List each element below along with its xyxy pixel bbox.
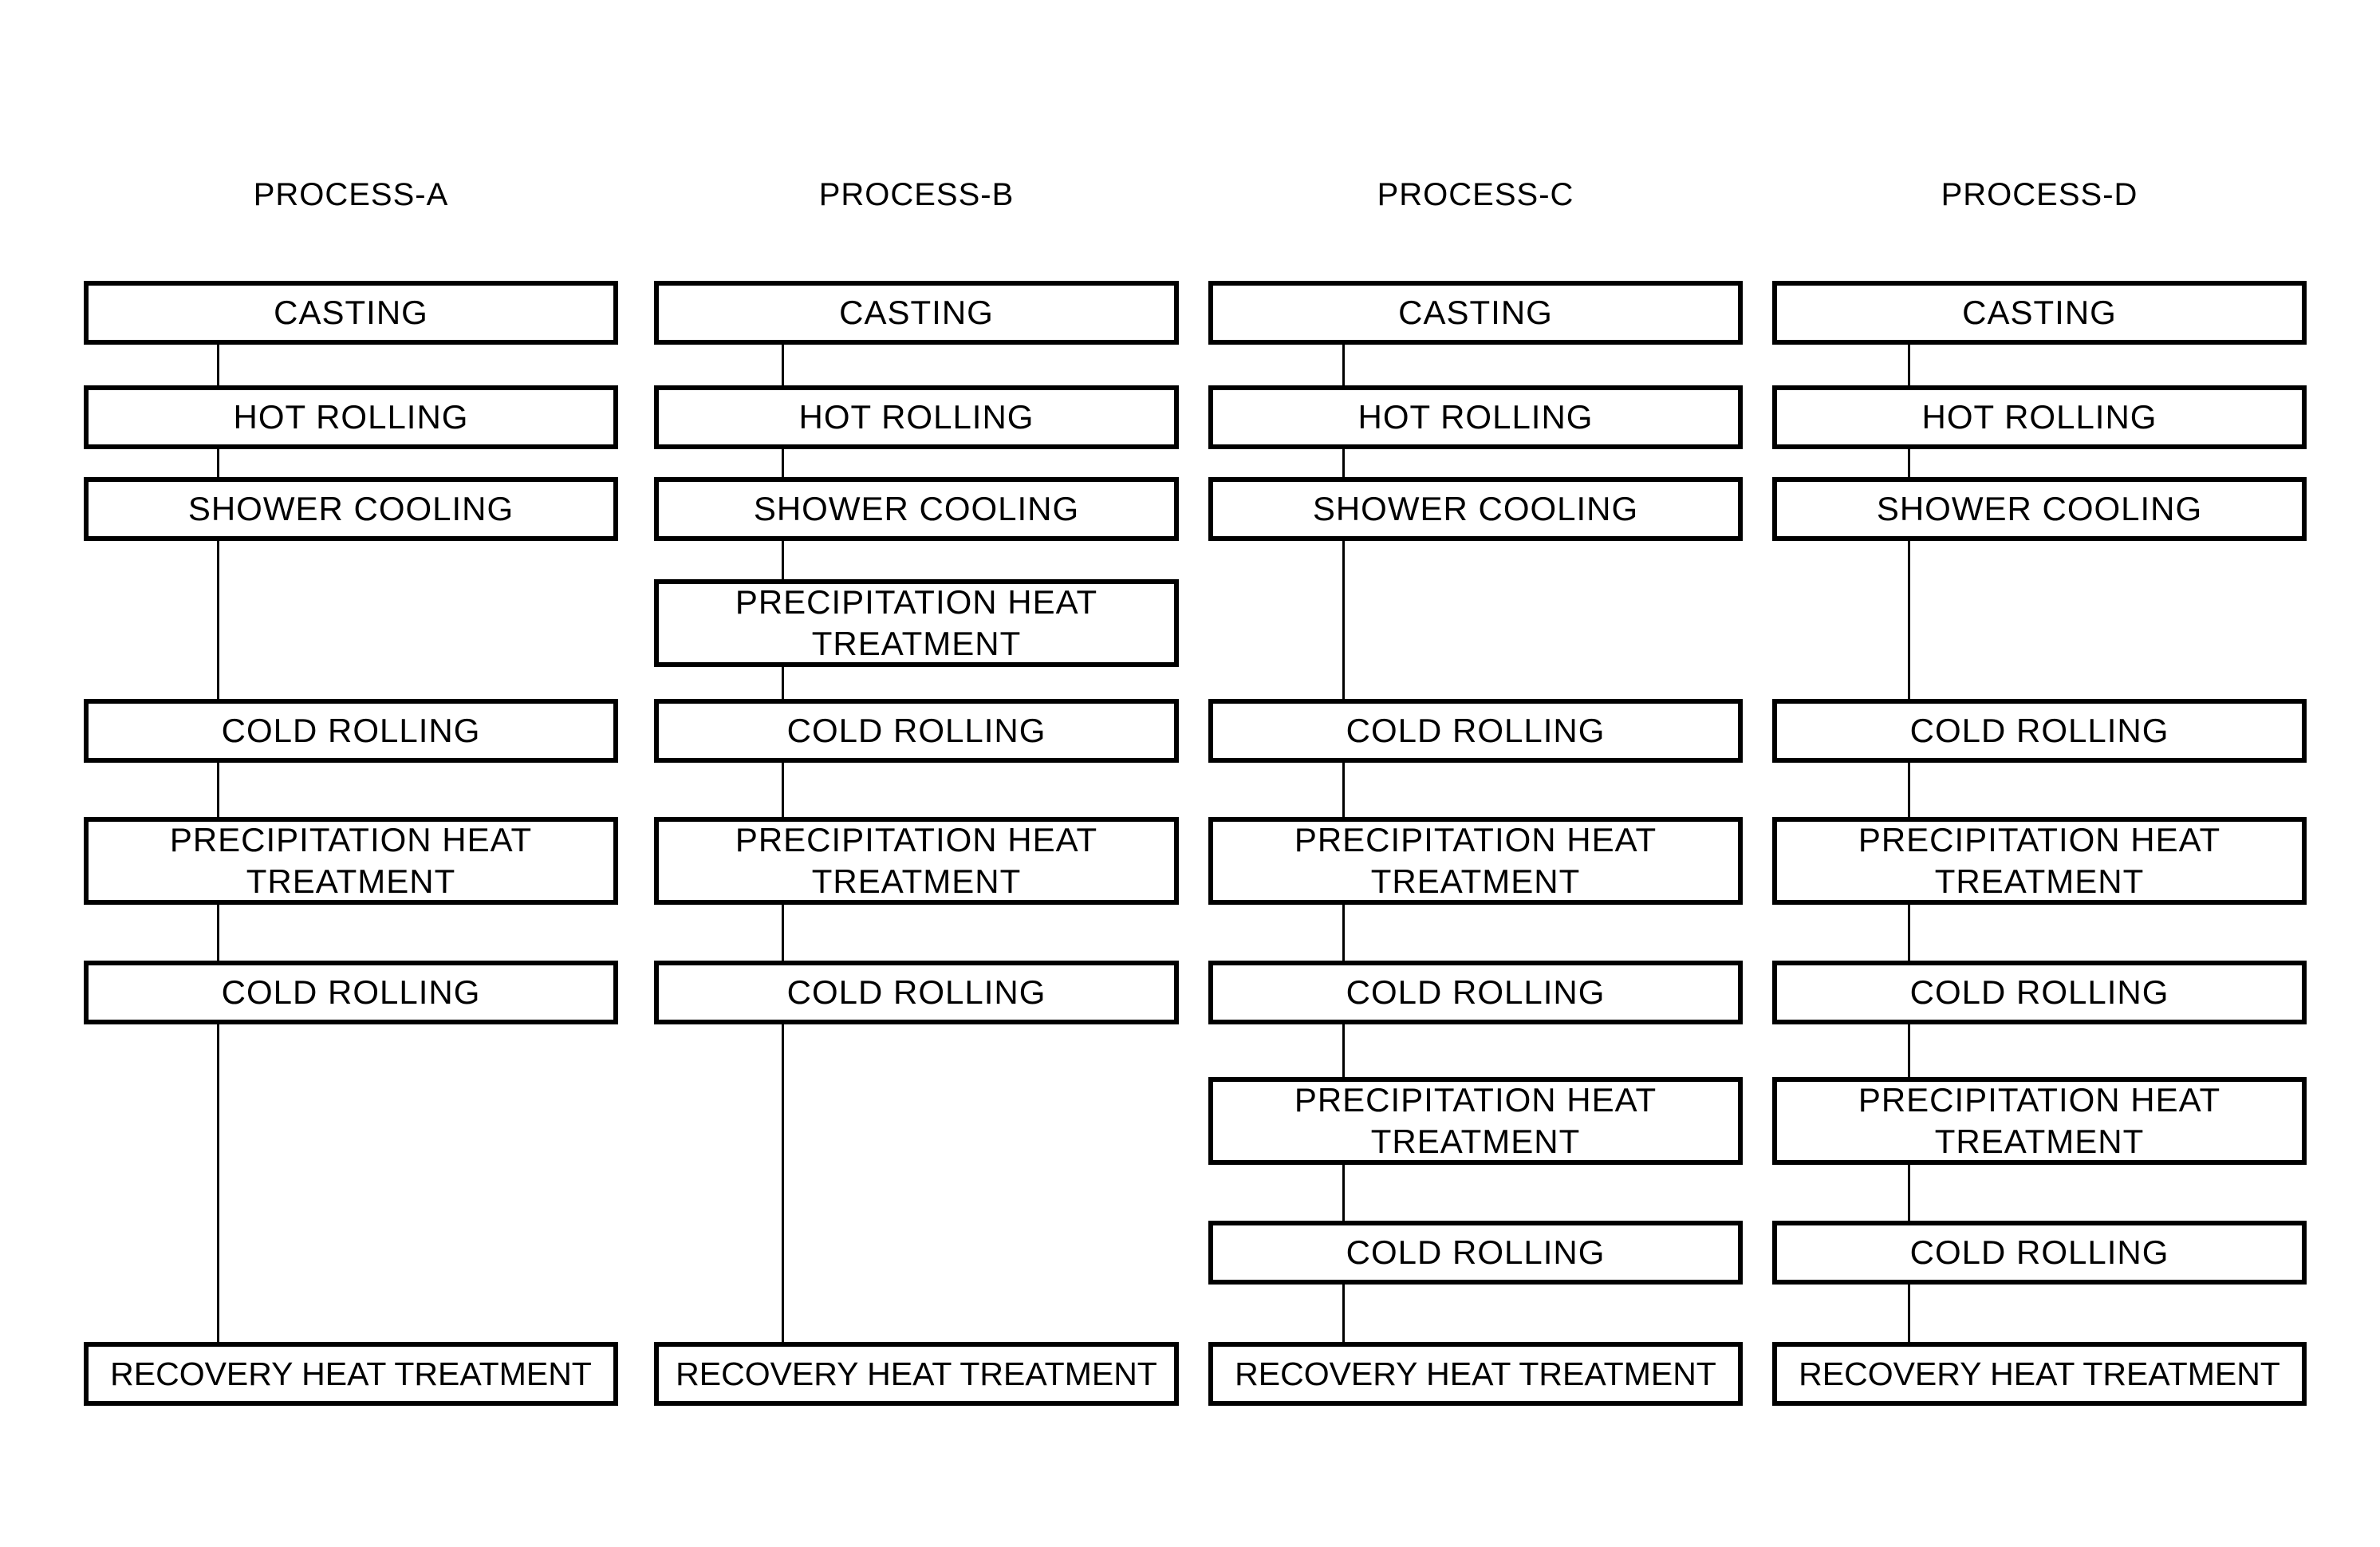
flow-connector	[782, 905, 784, 961]
flow-connector	[782, 449, 784, 477]
process-step-box: RECOVERY HEAT TREATMENT	[654, 1342, 1179, 1406]
flow-connector	[1908, 1285, 1910, 1342]
process-step-box: COLD ROLLING	[1208, 1221, 1743, 1285]
flow-connector	[1342, 1165, 1345, 1221]
process-step-box: CASTING	[1772, 281, 2307, 345]
process-step-box: CASTING	[84, 281, 618, 345]
process-title: PROCESS-A	[80, 176, 622, 214]
process-step-box: PRECIPITATION HEAT TREATMENT	[1208, 1077, 1743, 1165]
flow-connector	[1342, 541, 1345, 699]
process-step-box: COLD ROLLING	[1208, 961, 1743, 1024]
flow-connector	[217, 449, 219, 477]
process-step-box: COLD ROLLING	[84, 961, 618, 1024]
process-step-box: COLD ROLLING	[84, 699, 618, 763]
process-step-box: PRECIPITATION HEAT TREATMENT	[1208, 817, 1743, 905]
process-step-box: PRECIPITATION HEAT TREATMENT	[1772, 817, 2307, 905]
process-step-box: RECOVERY HEAT TREATMENT	[1208, 1342, 1743, 1406]
process-step-box: SHOWER COOLING	[1772, 477, 2307, 541]
process-title: PROCESS-D	[1768, 176, 2311, 214]
process-step-box: SHOWER COOLING	[654, 477, 1179, 541]
flow-connector	[217, 1024, 219, 1342]
process-step-box: RECOVERY HEAT TREATMENT	[1772, 1342, 2307, 1406]
process-step-box: HOT ROLLING	[1772, 385, 2307, 449]
flow-connector	[782, 667, 784, 699]
process-step-box: COLD ROLLING	[1772, 961, 2307, 1024]
process-step-box: HOT ROLLING	[84, 385, 618, 449]
flow-connector	[217, 763, 219, 817]
process-step-box: PRECIPITATION HEAT TREATMENT	[654, 579, 1179, 667]
flow-connector	[1908, 541, 1910, 699]
process-step-box: COLD ROLLING	[1208, 699, 1743, 763]
flow-connector	[217, 541, 219, 699]
flow-connector	[1908, 449, 1910, 477]
flow-connector	[782, 1024, 784, 1342]
flow-connector	[1342, 1285, 1345, 1342]
process-step-box: CASTING	[654, 281, 1179, 345]
process-step-box: COLD ROLLING	[1772, 699, 2307, 763]
process-step-box: SHOWER COOLING	[84, 477, 618, 541]
flow-connector	[1908, 763, 1910, 817]
process-step-box: PRECIPITATION HEAT TREATMENT	[1772, 1077, 2307, 1165]
flow-connector	[1342, 345, 1345, 385]
flow-connector	[1342, 449, 1345, 477]
flow-connector	[782, 345, 784, 385]
flow-connector	[1342, 763, 1345, 817]
flow-connector	[1908, 1165, 1910, 1221]
flow-connector	[1342, 905, 1345, 961]
flow-connector	[1342, 1024, 1345, 1077]
process-step-box: HOT ROLLING	[1208, 385, 1743, 449]
process-title: PROCESS-C	[1204, 176, 1747, 214]
flow-connector	[1908, 345, 1910, 385]
process-step-box: COLD ROLLING	[1772, 1221, 2307, 1285]
process-step-box: PRECIPITATION HEAT TREATMENT	[654, 817, 1179, 905]
flow-connector	[217, 345, 219, 385]
flow-connector	[1908, 1024, 1910, 1077]
flow-connector	[1908, 905, 1910, 961]
flow-connector	[782, 541, 784, 579]
process-step-box: RECOVERY HEAT TREATMENT	[84, 1342, 618, 1406]
process-title: PROCESS-B	[645, 176, 1188, 214]
process-step-box: COLD ROLLING	[654, 961, 1179, 1024]
process-step-box: HOT ROLLING	[654, 385, 1179, 449]
process-step-box: PRECIPITATION HEAT TREATMENT	[84, 817, 618, 905]
process-step-box: CASTING	[1208, 281, 1743, 345]
flow-connector	[217, 905, 219, 961]
process-step-box: SHOWER COOLING	[1208, 477, 1743, 541]
process-step-box: COLD ROLLING	[654, 699, 1179, 763]
flow-connector	[782, 763, 784, 817]
